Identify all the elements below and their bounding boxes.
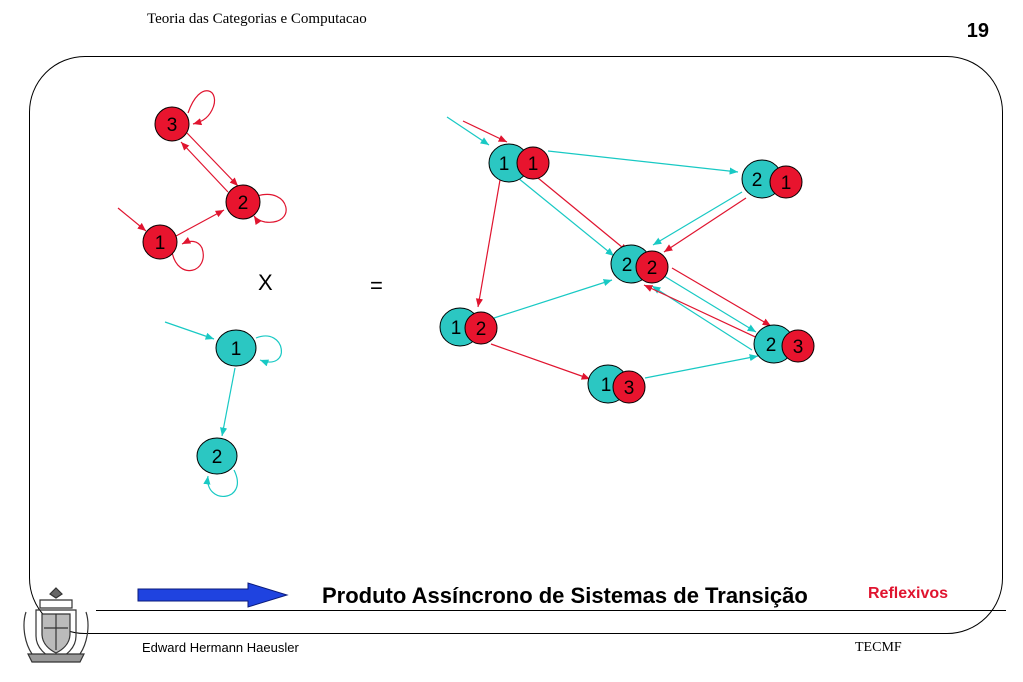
- state-label-left: 2: [752, 170, 763, 191]
- edge-b-1-2: [220, 367, 236, 437]
- state-p-1-3: 1 3: [587, 364, 646, 404]
- loop-a-1: [171, 237, 204, 272]
- loop-b-2: [203, 469, 238, 497]
- state-label-left: 2: [622, 255, 633, 276]
- state-label-left: 1: [499, 154, 510, 175]
- system-a: 3 2 1: [117, 90, 287, 272]
- footer-label: TECMF: [855, 640, 902, 655]
- footer-author: Edward Hermann Haeusler: [142, 640, 299, 655]
- edge-p-23-22-red: [643, 284, 765, 342]
- header-title: Teoria das Categorias e Computacao: [147, 11, 367, 27]
- state-label-right: 3: [624, 378, 635, 399]
- state-label: 2: [238, 193, 249, 214]
- edge-p-22-23: [663, 275, 757, 333]
- state-label-right: 3: [793, 337, 804, 358]
- state-label-left: 1: [451, 318, 462, 339]
- initial-arrow-product-red: [462, 120, 508, 143]
- state-p-1-2: 1 2: [439, 307, 498, 347]
- slide-caption: Produto Assíncrono de Sistemas de Transi…: [322, 583, 808, 608]
- state-label: 2: [212, 447, 223, 468]
- edge-p-12-22: [493, 279, 613, 319]
- edge-a-1-2: [175, 209, 225, 237]
- edge-p-11-22-red: [537, 177, 629, 253]
- footer-rule: [96, 610, 1006, 611]
- loop-a-2: [253, 193, 287, 225]
- state-b-2: 2: [196, 437, 238, 475]
- state-p-2-2: 2 2: [610, 244, 669, 284]
- state-a-3: 3: [154, 106, 190, 142]
- state-b-1: 1: [215, 329, 257, 367]
- initial-arrow-a: [117, 207, 147, 232]
- state-label: 1: [155, 233, 166, 254]
- state-p-1-1: 1 1: [488, 143, 550, 183]
- product-system: 1 1 2 1 2 2 1 2 2 3: [439, 116, 815, 404]
- state-label: 3: [167, 115, 178, 136]
- edge-p-11-12: [475, 179, 501, 308]
- edge-p-11-21: [547, 150, 739, 175]
- edge-p-22-23-red: [671, 267, 772, 327]
- state-label: 1: [231, 339, 242, 360]
- state-a-2: 2: [225, 184, 261, 220]
- state-a-1: 1: [142, 224, 178, 260]
- content-frame: [29, 56, 1003, 634]
- slide-caption-overlay: Reflexivos: [868, 585, 949, 602]
- times-operator: X: [258, 270, 273, 295]
- edge-p-12-13: [490, 343, 591, 380]
- page-number: 19: [966, 20, 989, 42]
- state-label-right: 1: [781, 173, 792, 194]
- initial-arrow-product-cyan: [446, 116, 490, 146]
- edge-a-2-3: [180, 141, 229, 193]
- state-p-2-3: 2 3: [753, 324, 815, 364]
- state-p-2-1: 2 1: [741, 159, 803, 199]
- loop-a-3: [187, 90, 216, 126]
- state-label-right: 2: [476, 319, 487, 340]
- edge-p-13-23: [644, 354, 759, 379]
- edge-a-3-2: [186, 132, 239, 187]
- university-crest-icon: [23, 587, 89, 663]
- state-label-left: 2: [766, 335, 777, 356]
- state-label-right: 2: [647, 258, 658, 279]
- bullet-arrow-icon: [137, 582, 289, 608]
- state-label-right: 1: [528, 154, 539, 175]
- initial-arrow-b: [164, 321, 215, 340]
- system-b: 1 2: [164, 321, 282, 497]
- edge-p-21-22: [652, 191, 743, 246]
- loop-b-1: [255, 335, 282, 367]
- state-label-left: 1: [601, 375, 612, 396]
- edge-p-21-22-red: [663, 197, 747, 253]
- edge-p-11-22: [517, 177, 615, 257]
- equals-operator: =: [370, 273, 383, 298]
